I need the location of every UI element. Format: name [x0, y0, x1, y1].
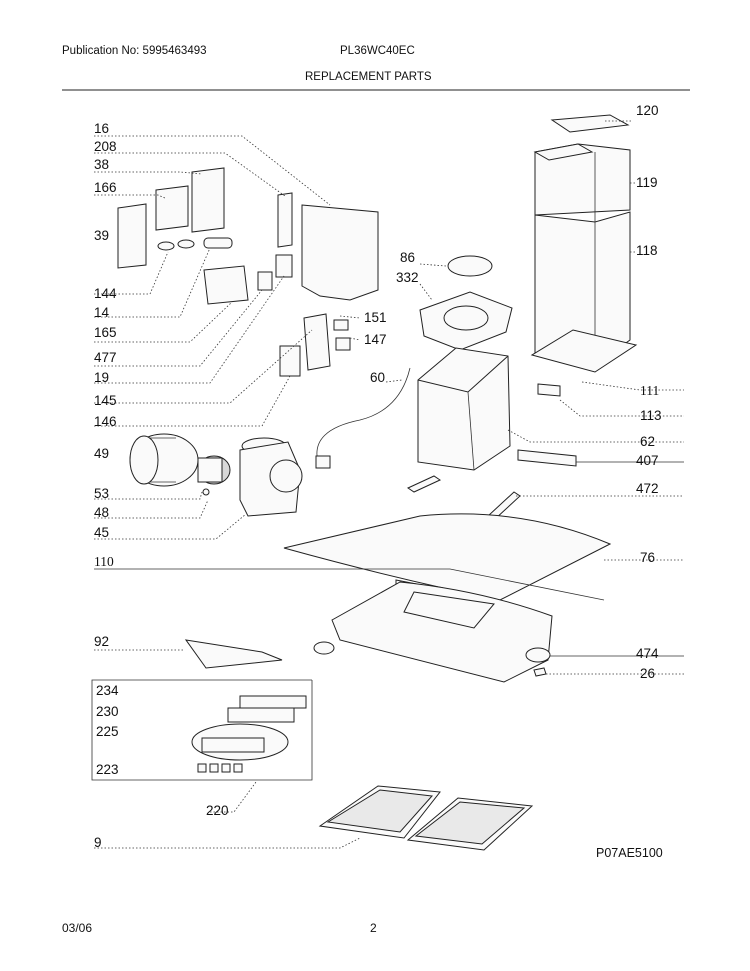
key — [221, 763, 231, 773]
callout-label: 111 — [640, 383, 660, 398]
chimney-duct — [530, 114, 638, 397]
switch-module — [279, 345, 301, 377]
control-overlay — [239, 695, 307, 709]
callout-label: 120 — [636, 103, 659, 118]
lamp-clip — [533, 667, 547, 677]
capacitor — [203, 237, 233, 249]
callout-label: 407 — [636, 453, 659, 468]
bulb — [525, 647, 551, 663]
callout-label: 220 — [206, 803, 229, 818]
callout-label: 474 — [636, 646, 659, 661]
grease-filter — [318, 785, 441, 839]
callout-label: 119 — [636, 175, 658, 190]
key — [197, 763, 207, 773]
callout-label: 145 — [94, 393, 117, 408]
callout-label: 26 — [640, 666, 656, 681]
light-switch — [333, 319, 349, 331]
publication-number: Publication No: 5995463493 — [62, 45, 207, 57]
callout-label: 110 — [94, 554, 114, 569]
push-buttons — [201, 737, 265, 753]
callout-label: 230 — [96, 704, 119, 719]
control-board — [277, 192, 293, 248]
relay — [275, 254, 293, 278]
callout-label: 472 — [636, 481, 659, 496]
callout-label: 39 — [94, 228, 110, 243]
electronics-box — [191, 167, 225, 233]
bushing — [177, 239, 195, 249]
key — [209, 763, 219, 773]
terminal-block — [257, 271, 273, 291]
callout-label: 144 — [94, 286, 117, 301]
callout-label: 477 — [94, 350, 117, 365]
circuit-board — [155, 185, 189, 231]
callout-label: 9 — [94, 835, 102, 850]
callout-label: 45 — [94, 525, 110, 540]
mounting-strip — [406, 475, 442, 493]
section-title: REPLACEMENT PARTS — [305, 71, 432, 83]
control-group-frame — [91, 679, 313, 781]
washer — [202, 488, 210, 496]
callout-label: 16 — [94, 121, 110, 136]
glass-canopy — [283, 513, 612, 601]
power-cord — [316, 367, 411, 463]
leader-lines-left — [94, 135, 605, 849]
callout-label: 76 — [640, 550, 656, 565]
callout-label: 225 — [96, 724, 119, 739]
mounting-bracket — [301, 204, 379, 301]
switch-bracket — [203, 265, 249, 305]
cover-plate — [117, 203, 147, 269]
blower-wheel — [129, 433, 199, 487]
callout-label: 92 — [94, 634, 110, 649]
key — [233, 763, 243, 773]
plug — [315, 455, 331, 469]
callout-label: 86 — [400, 250, 416, 265]
callout-label: 332 — [396, 270, 419, 285]
filter-trim — [184, 639, 283, 669]
bushing — [157, 241, 175, 251]
callout-label: 14 — [94, 305, 110, 320]
callout-label: 38 — [94, 157, 110, 172]
callout-label: 19 — [94, 370, 110, 385]
callout-label: 208 — [94, 139, 117, 154]
callout-label: 151 — [364, 310, 387, 325]
callout-label: 62 — [640, 434, 656, 449]
leader-lines-right — [339, 120, 684, 675]
control-panel — [227, 707, 295, 723]
callout-label: 146 — [94, 414, 117, 429]
blower-motor — [197, 455, 231, 485]
revision-date: 03/06 — [62, 921, 93, 935]
callout-label: 118 — [636, 243, 658, 258]
callout-label: 165 — [94, 325, 117, 340]
callout-label: 48 — [94, 505, 110, 520]
callout-label: 223 — [96, 762, 119, 777]
callout-label: 49 — [94, 446, 110, 461]
bulb-holder — [313, 641, 335, 655]
callout-label: 147 — [364, 332, 387, 347]
page-number: 2 — [370, 921, 377, 935]
support-bracket — [517, 449, 577, 467]
grease-filter — [406, 797, 534, 851]
model-number: PL36WC40EC — [340, 45, 415, 57]
motor-housing — [239, 437, 303, 517]
fan-switch — [335, 337, 351, 351]
callout-label: 234 — [96, 683, 119, 698]
callout-label: 113 — [640, 408, 662, 423]
callout-label: 60 — [370, 370, 386, 385]
drawing-code: P07AE5100 — [596, 846, 663, 860]
switch-housing — [303, 313, 331, 371]
damper — [447, 255, 493, 277]
hood-body — [331, 581, 553, 683]
callout-label: 53 — [94, 486, 110, 501]
callout-label: 166 — [94, 180, 117, 195]
